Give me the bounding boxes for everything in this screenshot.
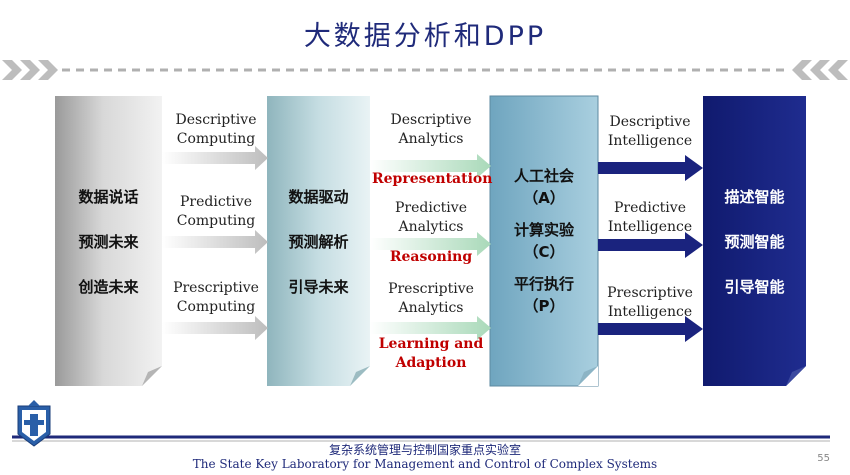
stage2-label-line2: Analytics xyxy=(398,219,464,235)
stage2-method-line1: Learning and xyxy=(378,336,484,352)
stage3-arrow-prescriptive xyxy=(598,316,703,342)
column2-item: 数据驱动 xyxy=(288,187,349,206)
stage2-method-label: Reasoning xyxy=(372,248,490,267)
slide-title: 大数据分析和DPP xyxy=(303,21,547,52)
stage3-arrow-predictive xyxy=(598,232,703,258)
column3-item-code: （C） xyxy=(523,243,565,261)
stage1-label: Descriptive Computing xyxy=(164,111,268,149)
stage2-label: Descriptive Analytics xyxy=(372,111,490,149)
stage2-arrow-predictive xyxy=(370,232,491,256)
stage2-label-line1: Descriptive xyxy=(390,112,472,128)
stage3-label-line2: Intelligence xyxy=(607,219,693,235)
stage3-label: Prescriptive Intelligence xyxy=(598,284,702,322)
column4-panel: 描述智能 预测智能 引导智能 xyxy=(703,96,806,386)
stage3-label: Predictive Intelligence xyxy=(598,199,702,237)
column4-item: 描述智能 xyxy=(724,187,785,206)
stage3-arrows xyxy=(598,155,703,342)
right-chevrons-icon xyxy=(792,60,848,80)
page-number: 55 xyxy=(817,453,830,464)
column3-panel: 人工社会 （A） 计算实验 （C） 平行执行 （P） xyxy=(490,96,598,386)
stage3-label-line1: Predictive xyxy=(614,200,686,216)
column4-item: 引导智能 xyxy=(724,277,785,296)
stage2-label: Predictive Analytics xyxy=(372,199,490,237)
stage2-label-line2: Analytics xyxy=(398,131,464,147)
column1-box xyxy=(55,96,162,386)
column3-item-code: （A） xyxy=(523,189,565,207)
column4-box xyxy=(703,96,806,386)
stage2-method-line1: Reasoning xyxy=(389,249,473,265)
header-divider xyxy=(2,60,848,80)
stage2-label-line1: Prescriptive xyxy=(388,281,474,297)
column1-item: 创造未来 xyxy=(78,277,139,296)
stage2-label: Prescriptive Analytics xyxy=(372,280,490,318)
column3-item: 计算实验 （C） xyxy=(514,219,574,263)
stage1-label-line2: Computing xyxy=(176,299,256,315)
stage2-label-line2: Analytics xyxy=(398,300,464,316)
lab-logo-icon xyxy=(17,400,51,447)
stage3-label-line2: Intelligence xyxy=(607,133,693,149)
column2-box xyxy=(267,96,370,386)
column3-item-code: （P） xyxy=(523,297,565,315)
footer-lab-name-chinese: 复杂系统管理与控制国家重点实验室 xyxy=(328,443,521,457)
stage2-arrow-prescriptive xyxy=(370,316,491,340)
column3-item-name: 人工社会 xyxy=(513,167,574,185)
footer-lab-name-english: The State Key Laboratory for Management … xyxy=(192,457,658,471)
stage1-label-line1: Descriptive xyxy=(175,112,257,128)
stage2-method-line2: Adaption xyxy=(395,355,467,371)
column3-item-name: 计算实验 xyxy=(513,221,574,239)
stage2-arrow-descriptive xyxy=(370,154,491,178)
stage1-label: Prescriptive Computing xyxy=(164,279,268,317)
stage1-label-line2: Computing xyxy=(176,213,256,229)
stage2-method-line1: Representation xyxy=(372,171,493,187)
stage2-method-label: Learning and Adaption xyxy=(372,335,490,373)
stage2-method-label: Representation xyxy=(372,170,493,189)
stage1-arrows xyxy=(162,146,268,340)
column2-panel: 数据驱动 预测解析 引导未来 xyxy=(267,96,370,386)
footer-divider xyxy=(12,435,830,442)
column2-item: 预测解析 xyxy=(288,232,349,251)
stage1-label-line2: Computing xyxy=(176,131,256,147)
column2-item: 引导未来 xyxy=(288,277,349,296)
column3-item: 人工社会 （A） xyxy=(514,165,574,209)
column1-panel: 数据说话 预测未来 创造未来 xyxy=(55,96,162,386)
stage1-arrow-prescriptive xyxy=(162,316,268,340)
stage1-arrow-predictive xyxy=(162,230,268,254)
column3-item: 平行执行 （P） xyxy=(514,273,574,317)
column3-box xyxy=(489,95,599,387)
stage1-label: Predictive Computing xyxy=(164,193,268,231)
stage3-label-line2: Intelligence xyxy=(607,304,693,320)
left-chevrons-icon xyxy=(2,60,58,80)
stage1-label-line1: Prescriptive xyxy=(173,280,259,296)
stage1-label-line1: Predictive xyxy=(180,194,252,210)
column1-item: 数据说话 xyxy=(78,187,139,206)
stage3-label-line1: Prescriptive xyxy=(607,285,693,301)
stage3-label: Descriptive Intelligence xyxy=(598,113,702,151)
stage2-arrows xyxy=(370,154,491,340)
column3-item-name: 平行执行 xyxy=(513,275,574,293)
stage2-label-line1: Predictive xyxy=(395,200,467,216)
stage1-arrow-descriptive xyxy=(162,146,268,170)
stage3-label-line1: Descriptive xyxy=(609,114,691,130)
stage3-arrow-descriptive xyxy=(598,155,703,181)
column4-item: 预测智能 xyxy=(724,232,785,251)
column1-item: 预测未来 xyxy=(78,232,139,251)
